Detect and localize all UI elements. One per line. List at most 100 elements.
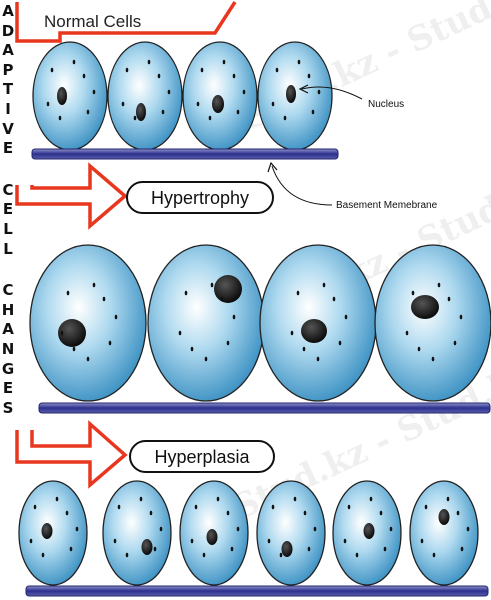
organelle-dot (389, 526, 393, 532)
organelle-dot (82, 73, 86, 79)
organelle-dot (149, 510, 153, 516)
organelle-dot (125, 552, 129, 558)
organelle-dot (190, 346, 194, 352)
pointer-arrows (267, 84, 363, 206)
organelle-dot (343, 538, 347, 544)
organelle-dot (279, 552, 283, 558)
organelle-dot (161, 109, 165, 115)
organelle-dot (72, 346, 76, 352)
organelle-dot (355, 552, 359, 558)
hyperplasia-label-box (129, 440, 275, 473)
organelle-dot (202, 552, 206, 558)
side-title-letter: L (3, 239, 13, 258)
cell (259, 244, 377, 402)
cell-nucleus (363, 523, 375, 539)
organelle-dot (194, 504, 198, 510)
cell (147, 244, 265, 402)
organelle-dot (236, 526, 240, 532)
cell (32, 41, 108, 151)
organelle-dot (92, 282, 96, 288)
nucleus-pointer (301, 86, 363, 100)
organelle-dot (157, 73, 161, 79)
cell-nucleus (212, 95, 224, 113)
organelle-dot (417, 346, 421, 352)
cell (256, 480, 326, 586)
cell (332, 480, 402, 586)
side-title-letter: A (2, 2, 14, 20)
hyperplasia-cells-row (18, 480, 479, 586)
organelle-dot (220, 296, 224, 302)
organelle-dot (275, 67, 279, 73)
organelle-dot (432, 552, 436, 558)
arrow-normal-cells (15, 1, 237, 43)
organelle-dot (159, 526, 163, 532)
cell-membrane (29, 244, 147, 402)
organelle-dot (65, 510, 69, 516)
side-title-letter: N (1, 340, 15, 358)
hypertrophy-label: Hypertrophy (151, 188, 249, 208)
organelle-dot (50, 67, 54, 73)
side-title-letter: S (2, 398, 14, 417)
organelle-dot (200, 67, 204, 73)
normal-cells-row (32, 41, 333, 151)
organelle-dot (86, 356, 90, 362)
organelle-dot (69, 546, 73, 552)
cell-nucleus (411, 295, 439, 319)
organelle-dot (184, 290, 188, 296)
basement-membrane-label: Basement Memebrane (336, 200, 438, 211)
side-title-letter: P (2, 60, 14, 79)
side-title-letter: H (1, 300, 15, 319)
nucleus-label: Nucleus (368, 99, 404, 110)
cell-nucleus (214, 275, 242, 303)
cell-nucleus (286, 85, 296, 103)
side-title-letter: C (2, 281, 14, 300)
organelle-dot (459, 314, 463, 320)
organelle-dot (302, 346, 306, 352)
organelle-dot (242, 89, 246, 95)
organelle-dot (317, 89, 321, 95)
cell-membrane (147, 244, 265, 402)
organelle-dot (108, 340, 112, 346)
organelle-dot (121, 101, 125, 107)
organelle-dot (293, 496, 297, 502)
organelle-dot (204, 356, 208, 362)
side-title-letter: C (2, 180, 14, 199)
organelle-dot (60, 330, 64, 336)
organelle-dot (316, 356, 320, 362)
organelle-dot (307, 546, 311, 552)
membrane-pointer-head (267, 161, 278, 173)
organelle-dot (236, 109, 240, 115)
cell (257, 41, 333, 151)
organelle-dot (283, 115, 287, 121)
organelle-dot (190, 538, 194, 544)
organelle-dot (431, 356, 435, 362)
organelle-dot (338, 340, 342, 346)
organelle-dot (379, 510, 383, 516)
cell-membrane (107, 41, 183, 151)
cell (409, 480, 479, 586)
cell-nucleus (58, 319, 86, 347)
membrane-pointer (271, 165, 333, 206)
organelle-dot (208, 115, 212, 121)
organelle-dot (33, 504, 37, 510)
side-title-letter: E (2, 139, 14, 158)
organelle-dot (311, 109, 315, 115)
organelle-dot (114, 314, 118, 320)
organelle-dot (29, 538, 33, 544)
side-title-letter: E (2, 200, 14, 219)
cell-nucleus (136, 103, 146, 121)
basement-membrane-2 (38, 402, 491, 414)
organelle-dot (303, 510, 307, 516)
organelle-dot (347, 504, 351, 510)
cell-nucleus (57, 87, 67, 105)
side-title-letter: A (2, 320, 14, 339)
organelle-dot (66, 290, 70, 296)
cell (182, 41, 258, 151)
organelle-dot (102, 296, 106, 302)
organelle-dot (216, 496, 220, 502)
organelle-dot (313, 526, 317, 532)
arrow-hypertrophy (15, 162, 128, 230)
organelle-dot (307, 73, 311, 79)
